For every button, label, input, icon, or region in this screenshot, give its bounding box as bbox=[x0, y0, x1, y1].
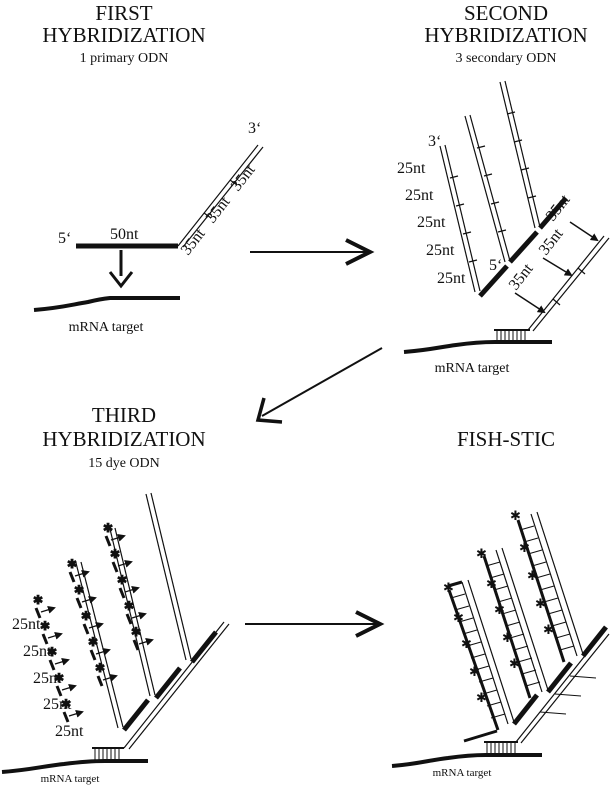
panel-second-hybridization: SECOND HYBRIDIZATION 3 secondary ODN mRN… bbox=[397, 1, 610, 376]
third-title-line1: THIRD bbox=[92, 403, 156, 427]
fish-dye-stars: ✱ ✱ ✱ ✱ ✱ ✱ ✱ ✱ ✱ ✱ ✱ ✱ ✱ ✱ ✱ bbox=[443, 508, 554, 705]
first-mrna-label: mRNA target bbox=[69, 320, 144, 335]
svg-text:✱: ✱ bbox=[527, 568, 538, 583]
second-title-line2: HYBRIDIZATION bbox=[424, 23, 587, 47]
second-5prime-label: 5‘ bbox=[489, 257, 502, 274]
first-35nt-label-3: 35nt bbox=[228, 161, 259, 194]
svg-text:✱: ✱ bbox=[443, 580, 454, 595]
second-25nt-label-5: 25nt bbox=[437, 270, 466, 287]
svg-text:✱: ✱ bbox=[502, 630, 513, 645]
third-25nt-label-4: 25nt bbox=[43, 696, 72, 713]
arrow-third-to-fish bbox=[245, 610, 385, 638]
third-subtitle: 15 dye ODN bbox=[88, 456, 160, 471]
third-25nt-label-5: 25nt bbox=[55, 723, 84, 740]
svg-text:✱: ✱ bbox=[131, 625, 141, 639]
third-secondary-odns bbox=[75, 492, 218, 732]
second-mrna-target bbox=[403, 340, 552, 354]
first-3prime-label: 3‘ bbox=[248, 120, 261, 137]
svg-text:✱: ✱ bbox=[461, 636, 472, 651]
panel-first-hybridization: FIRST HYBRIDIZATION 1 primary ODN 5‘ 50n… bbox=[33, 1, 264, 335]
svg-text:✱: ✱ bbox=[476, 546, 487, 561]
svg-text:✱: ✱ bbox=[95, 661, 105, 675]
first-mrna-target bbox=[33, 296, 180, 312]
svg-text:✱: ✱ bbox=[494, 602, 505, 617]
first-subtitle: 1 primary ODN bbox=[80, 51, 169, 66]
arrow-first-to-second bbox=[250, 238, 375, 266]
first-title-line2: HYBRIDIZATION bbox=[42, 23, 205, 47]
fish-primary-tail bbox=[515, 631, 610, 744]
third-25nt-label-2: 25nt bbox=[23, 643, 52, 660]
second-35nt-label-1: 35nt bbox=[506, 260, 537, 293]
second-25nt-label-1: 25nt bbox=[397, 160, 426, 177]
second-25nt-label-2: 25nt bbox=[405, 187, 434, 204]
first-5prime-label: 5‘ bbox=[58, 230, 71, 247]
second-primary-binding bbox=[494, 329, 530, 341]
secondary-odn-2 bbox=[464, 114, 539, 264]
second-subtitle: 3 secondary ODN bbox=[455, 51, 556, 66]
second-25nt-label-3: 25nt bbox=[417, 214, 446, 231]
second-primary-tail bbox=[527, 235, 610, 332]
second-arrow-2 bbox=[542, 257, 573, 277]
svg-text:✱: ✱ bbox=[88, 635, 98, 649]
secondary-odn-3 bbox=[499, 80, 568, 230]
svg-text:✱: ✱ bbox=[476, 690, 487, 705]
third-primary-binding bbox=[92, 747, 124, 760]
primary-odn-tail bbox=[177, 144, 264, 248]
fish-title: FISH-STIC bbox=[457, 427, 555, 451]
svg-text:✱: ✱ bbox=[486, 576, 497, 591]
third-25nt-label-1: 25nt bbox=[12, 616, 41, 633]
svg-text:✱: ✱ bbox=[510, 508, 521, 523]
svg-text:✱: ✱ bbox=[103, 521, 113, 535]
first-35nt-label-1: 35nt bbox=[178, 225, 209, 258]
fish-ladder-3 bbox=[516, 511, 608, 663]
first-title-line1: FIRST bbox=[95, 1, 152, 25]
fish-primary-binding bbox=[484, 741, 518, 754]
first-50nt-label: 50nt bbox=[110, 226, 139, 243]
svg-text:✱: ✱ bbox=[47, 645, 57, 659]
arrow-second-to-third bbox=[255, 347, 383, 424]
second-3prime-label: 3‘ bbox=[428, 133, 441, 150]
svg-text:✱: ✱ bbox=[74, 583, 84, 597]
svg-text:✱: ✱ bbox=[535, 596, 546, 611]
second-mrna-label: mRNA target bbox=[435, 361, 510, 376]
svg-text:✱: ✱ bbox=[110, 547, 120, 561]
second-title-line1: SECOND bbox=[464, 1, 548, 25]
third-primary-tail bbox=[123, 621, 230, 750]
svg-text:✱: ✱ bbox=[519, 540, 530, 555]
svg-text:✱: ✱ bbox=[509, 656, 520, 671]
svg-text:✱: ✱ bbox=[124, 599, 134, 613]
third-mrna-target bbox=[1, 759, 148, 774]
first-35nt-label-2: 35nt bbox=[203, 193, 234, 226]
fish-mrna-label: mRNA target bbox=[433, 767, 492, 779]
second-arrow-3 bbox=[569, 221, 599, 242]
svg-text:✱: ✱ bbox=[543, 622, 554, 637]
panel-fish-stic: FISH-STIC mRNA target bbox=[391, 427, 610, 779]
third-25nt-label-3: 25nt bbox=[33, 670, 62, 687]
fish-mrna-target bbox=[391, 753, 542, 768]
svg-text:✱: ✱ bbox=[67, 557, 77, 571]
second-35nt-label-2: 35nt bbox=[536, 225, 567, 258]
svg-text:✱: ✱ bbox=[117, 573, 127, 587]
secondary-odn-1 bbox=[439, 144, 509, 298]
fish-ladder-1 bbox=[447, 579, 539, 743]
third-mrna-label: mRNA target bbox=[41, 773, 100, 785]
second-25nt-label-4: 25nt bbox=[426, 242, 455, 259]
svg-text:✱: ✱ bbox=[40, 619, 50, 633]
svg-text:✱: ✱ bbox=[469, 664, 480, 679]
second-arrow-1 bbox=[514, 292, 546, 314]
panel-third-hybridization: THIRD HYBRIDIZATION 15 dye ODN mRNA targ… bbox=[1, 403, 230, 785]
svg-text:✱: ✱ bbox=[81, 609, 91, 623]
svg-text:✱: ✱ bbox=[33, 593, 43, 607]
fish-ladder-2 bbox=[482, 547, 573, 699]
svg-text:✱: ✱ bbox=[61, 697, 71, 711]
third-dye-odns: ✱ ✱ ✱ ✱ ✱ ✱ ✱ ✱ ✱ ✱ ✱ ✱ ✱ ✱ ✱ bbox=[33, 521, 154, 723]
third-title-line2: HYBRIDIZATION bbox=[42, 427, 205, 451]
svg-text:✱: ✱ bbox=[453, 610, 464, 625]
svg-text:✱: ✱ bbox=[54, 671, 64, 685]
